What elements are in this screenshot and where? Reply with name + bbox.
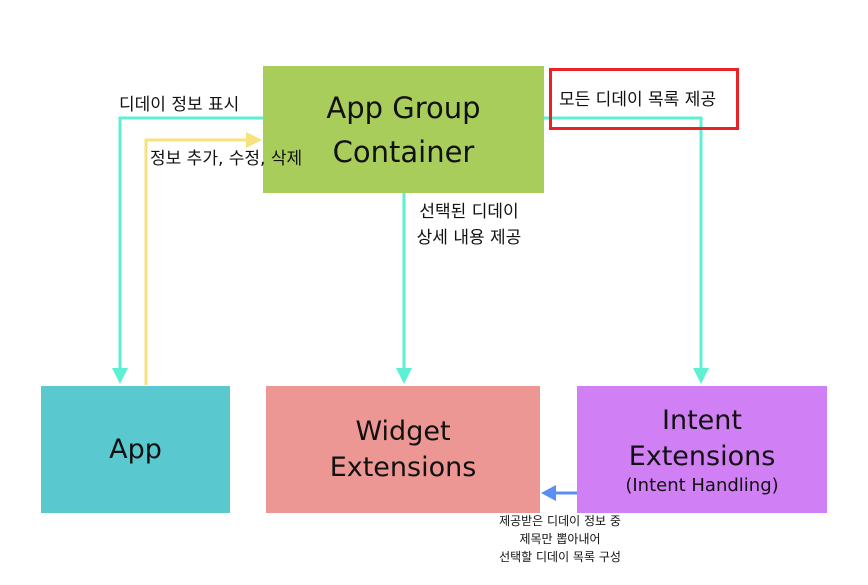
edge-label-intent-to-widget: 제공받은 디데이 정보 중 제목만 뽑아내어 선택할 디데이 목록 구성 <box>470 512 650 566</box>
widget-extensions-node: Widget Extensions <box>266 386 540 513</box>
edge-label-intent-to-widget-line2: 제목만 뽑아내어 <box>519 532 601 546</box>
app-group-container-line2: Container <box>332 134 475 169</box>
edge-label-add-edit-delete: 정보 추가, 수정, 삭제 <box>150 149 303 169</box>
arrow-agc-to-widget-head <box>396 368 412 384</box>
app-group-container-node: App Group Container <box>263 66 544 193</box>
arrow-agc-to-app-head <box>112 368 128 384</box>
arrow-app-to-agc-head <box>246 132 262 148</box>
edge-label-selected-dday: 선택된 디데이 상세 내용 제공 <box>404 199 534 251</box>
widget-extensions-line1: Widget <box>355 415 451 447</box>
arrow-agc-to-intent <box>544 116 703 370</box>
intent-extensions-line1: Intent <box>662 404 742 436</box>
arrow-agc-to-intent-head <box>693 368 709 384</box>
widget-extensions-line2: Extensions <box>329 451 477 483</box>
arrow-intent-to-widget-head <box>541 485 556 501</box>
arrow-app-to-agc <box>144 138 248 385</box>
app-label: App <box>109 433 162 465</box>
app-node: App <box>41 386 230 513</box>
edge-label-show-dday-info: 디데이 정보 표시 <box>119 95 240 115</box>
intent-extensions-sub: (Intent Handling) <box>625 474 779 496</box>
intent-extensions-line2: Extensions <box>628 440 776 472</box>
highlight-box <box>549 68 739 130</box>
app-group-container-line1: App Group <box>326 90 481 125</box>
edge-label-all-dday-list: 모든 디데이 목록 제공 <box>559 90 716 110</box>
edge-label-intent-to-widget-line1: 제공받은 디데이 정보 중 <box>499 514 621 528</box>
edge-label-selected-dday-line1: 선택된 디데이 <box>419 202 519 222</box>
arrow-agc-to-app <box>118 116 263 370</box>
intent-extensions-node: Intent Extensions (Intent Handling) <box>577 386 827 513</box>
edge-label-intent-to-widget-line3: 선택할 디데이 목록 구성 <box>499 550 621 564</box>
edge-label-selected-dday-line2: 상세 내용 제공 <box>416 228 522 248</box>
